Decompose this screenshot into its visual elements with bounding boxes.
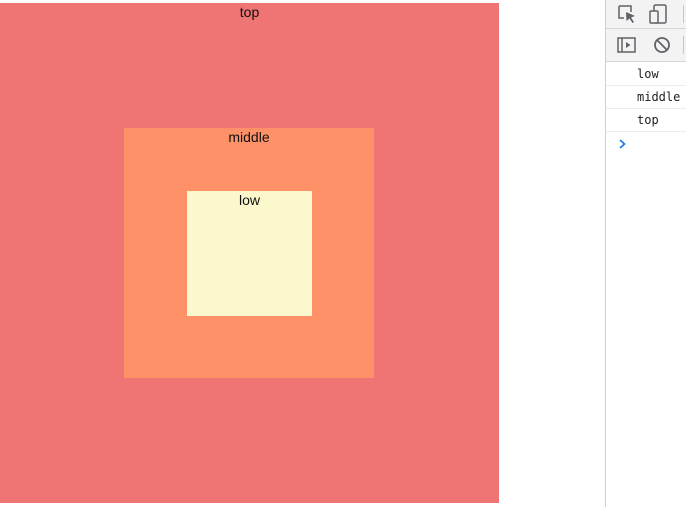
top-box-label: top	[239, 4, 260, 20]
device-toolbar-icon[interactable]	[648, 3, 670, 25]
console-toolbar	[606, 29, 686, 62]
low-box-label: low	[238, 192, 260, 208]
console-message[interactable]: low	[606, 63, 686, 86]
low-box: low	[187, 191, 312, 316]
toolbar-separator	[683, 36, 684, 54]
toolbar-separator	[683, 5, 684, 23]
devtools-main-toolbar	[606, 0, 686, 29]
middle-box-label: middle	[228, 129, 270, 145]
sidebar-toggle-icon[interactable]	[616, 34, 638, 56]
console-messages: low middle top	[606, 63, 686, 132]
console-message[interactable]: middle	[606, 86, 686, 109]
clear-console-icon[interactable]	[651, 34, 673, 56]
chevron-right-icon[interactable]	[616, 137, 630, 151]
inspect-element-icon[interactable]	[616, 3, 638, 25]
devtools-panel: low middle top	[605, 0, 686, 507]
console-message[interactable]: top	[606, 109, 686, 132]
